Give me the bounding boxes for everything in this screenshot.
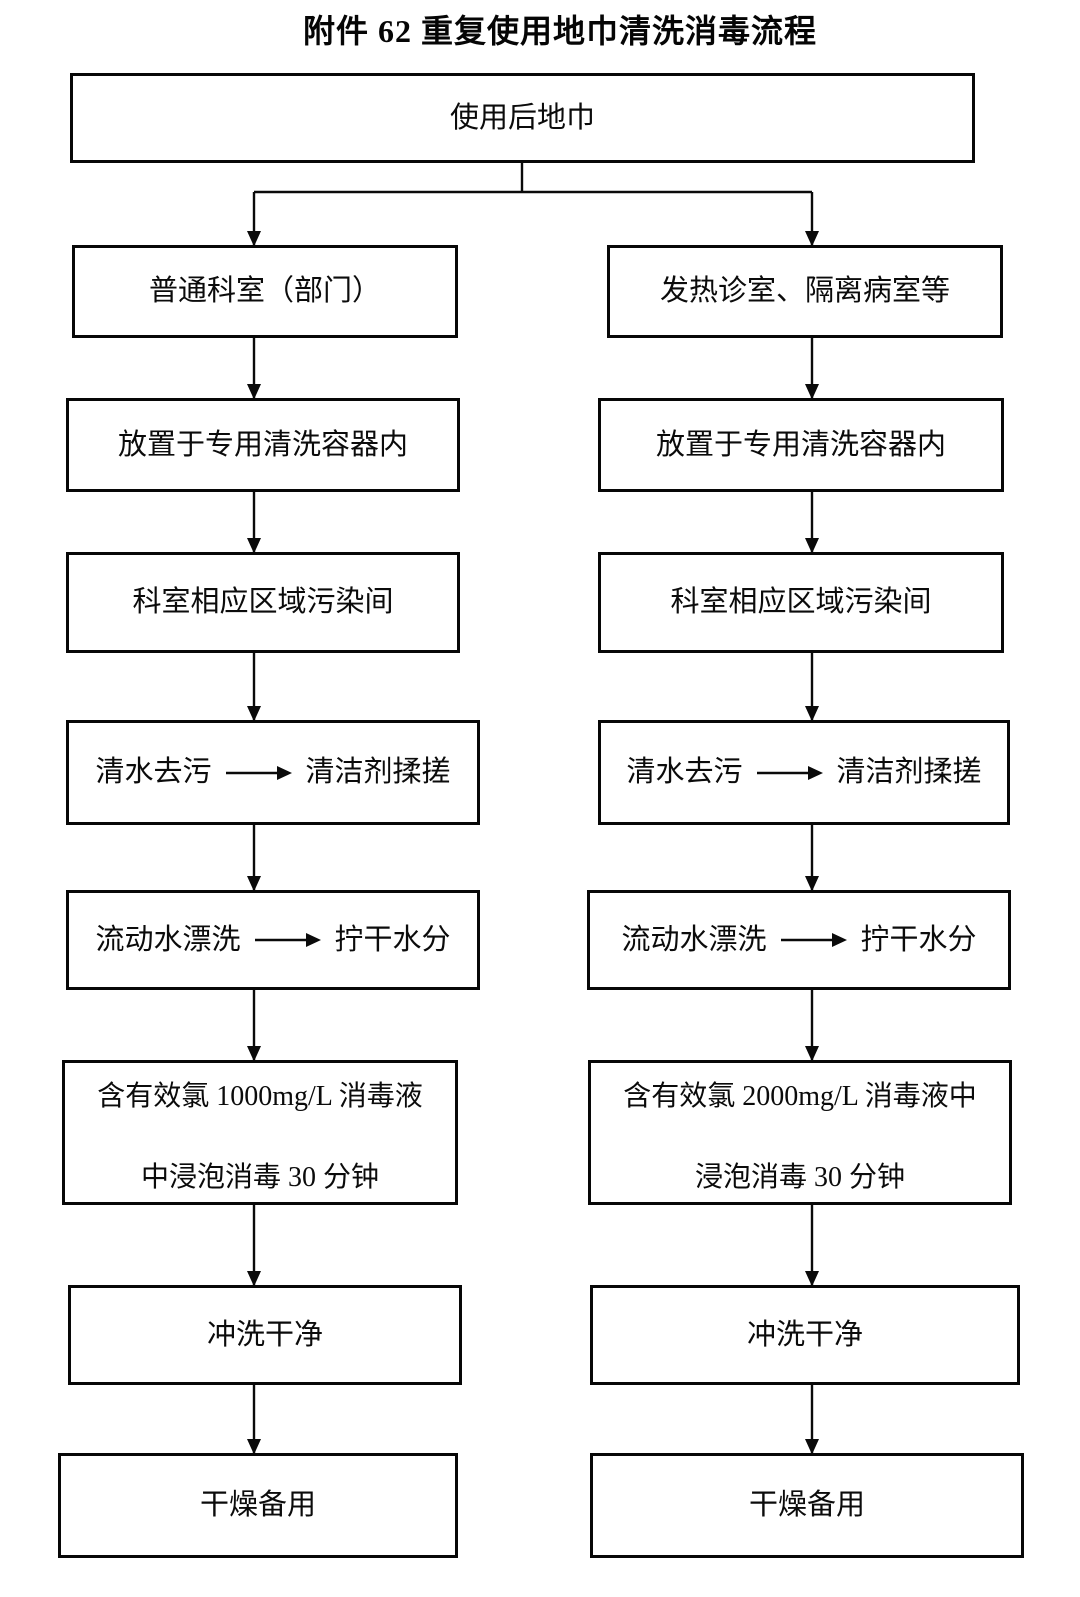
node-label: 拧干水分: [860, 923, 977, 956]
node-label-line2: 中浸泡消毒 30 分钟: [140, 1161, 379, 1193]
node-content: 清水去污 清洁剂揉搓: [95, 754, 450, 790]
node-left-chlorine-soak: 含有效氯 1000mg/L 消毒液 中浸泡消毒 30 分钟: [62, 1060, 458, 1205]
node-label: 冲洗干净: [206, 1318, 323, 1351]
node-right-chlorine-soak: 含有效氯 2000mg/L 消毒液中 浸泡消毒 30 分钟: [588, 1060, 1012, 1205]
node-label: 科室相应区域污染间: [132, 586, 394, 619]
node-right-rinse-wring: 流动水漂洗 拧干水分: [587, 890, 1011, 990]
node-label: 放置于专用清洗容器内: [117, 428, 408, 461]
node-content: 流动水漂洗 拧干水分: [95, 922, 450, 958]
page-title: 附件 62 重复使用地巾清洗消毒流程: [302, 13, 817, 49]
node-fever-isolation-room: 发热诊室、隔离病室等: [607, 245, 1003, 338]
node-label: 流动水漂洗: [95, 923, 241, 956]
node-left-dry-standby: 干燥备用: [58, 1453, 458, 1558]
node-left-contaminated-room: 科室相应区域污染间: [66, 552, 460, 653]
node-label-line2: 浸泡消毒 30 分钟: [694, 1161, 905, 1193]
right-arrow-icon: [225, 765, 292, 780]
node-used-floor-cloth: 使用后地巾: [70, 73, 975, 163]
node-label: 流动水漂洗: [621, 923, 767, 956]
node-left-water-detergent: 清水去污 清洁剂揉搓: [66, 720, 480, 825]
right-arrow-icon: [780, 933, 847, 947]
node-right-dry-standby: 干燥备用: [590, 1453, 1024, 1558]
node-content: 流动水漂洗 拧干水分: [621, 922, 976, 958]
node-label: 冲洗干净: [746, 1318, 863, 1351]
node-right-washing-container: 放置于专用清洗容器内: [598, 398, 1004, 492]
node-left-rinse-clean: 冲洗干净: [68, 1285, 462, 1385]
node-label: 干燥备用: [748, 1489, 865, 1522]
node-label: 清洁剂揉搓: [836, 756, 982, 789]
node-label: 发热诊室、隔离病室等: [659, 275, 950, 308]
node-label: 清水去污: [626, 756, 743, 789]
node-label: 使用后地巾: [449, 101, 595, 134]
node-label: 干燥备用: [199, 1489, 316, 1522]
right-arrow-icon: [756, 765, 823, 780]
node-label: 放置于专用清洗容器内: [655, 428, 946, 461]
node-label-line1: 含有效氯 1000mg/L 消毒液: [97, 1080, 423, 1112]
right-arrow-icon: [254, 933, 321, 947]
node-label: 普通科室（部门）: [148, 275, 381, 308]
node-label: 清洁剂揉搓: [305, 756, 451, 789]
node-content: 清水去污 清洁剂揉搓: [626, 754, 981, 790]
node-label-line1: 含有效氯 2000mg/L 消毒液中: [623, 1080, 977, 1112]
node-right-water-detergent: 清水去污 清洁剂揉搓: [598, 720, 1010, 825]
node-general-department: 普通科室（部门）: [72, 245, 458, 338]
node-right-contaminated-room: 科室相应区域污染间: [598, 552, 1004, 653]
node-left-washing-container: 放置于专用清洗容器内: [66, 398, 460, 492]
node-right-rinse-clean: 冲洗干净: [590, 1285, 1020, 1385]
node-label: 拧干水分: [334, 923, 451, 956]
split-connector: [254, 163, 812, 194]
node-left-rinse-wring: 流动水漂洗 拧干水分: [66, 890, 480, 990]
node-label: 科室相应区域污染间: [670, 586, 932, 619]
node-label: 清水去污: [95, 756, 212, 789]
